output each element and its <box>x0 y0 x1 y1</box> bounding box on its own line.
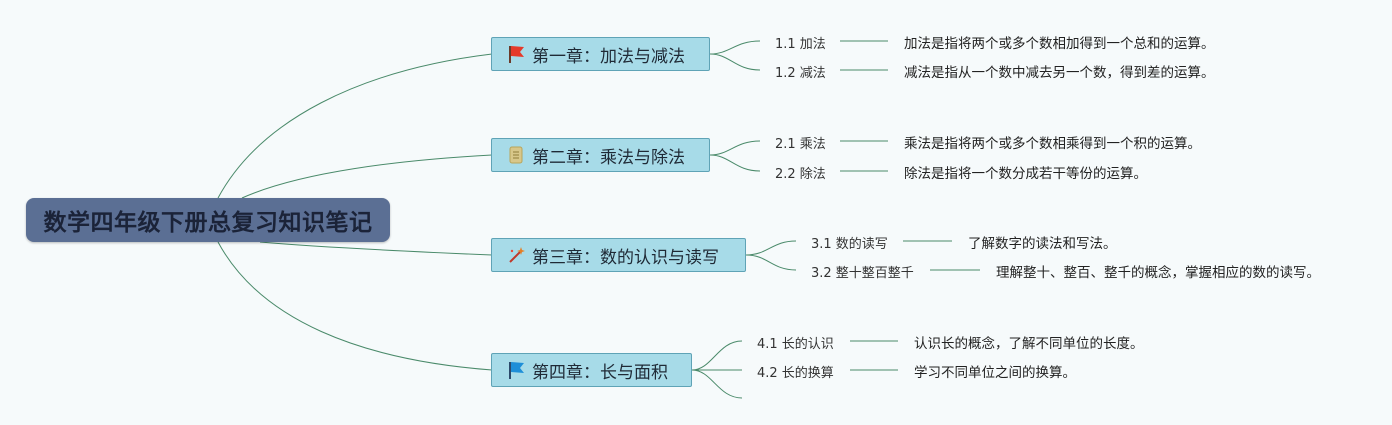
chapter-1-node[interactable]: 第一章：加法与减法 <box>491 37 710 71</box>
chapter-3-title: 第三章：数的认识与读写 <box>532 247 719 268</box>
chapter-4-node[interactable]: 第四章：长与面积 <box>491 353 692 387</box>
topic-4-2-label[interactable]: 4.2 长的换算 <box>757 366 834 381</box>
topic-1-2-desc[interactable]: 减法是指从一个数中减去另一个数，得到差的运算。 <box>904 65 1215 81</box>
blue-flag-icon <box>506 360 526 380</box>
red-flag-icon <box>506 44 526 64</box>
topic-1-2-label[interactable]: 1.2 减法 <box>775 66 826 81</box>
chapter-1-title: 第一章：加法与减法 <box>532 46 685 67</box>
topic-4-1-desc[interactable]: 认识长的概念，了解不同单位的长度。 <box>914 336 1144 352</box>
root-link-2 <box>241 154 493 199</box>
topic-3-2-label[interactable]: 3.2 整十整百整千 <box>811 266 914 281</box>
topic-4-1-label[interactable]: 4.1 长的认识 <box>757 337 834 352</box>
chapter-2-title: 第二章：乘法与除法 <box>532 147 685 168</box>
topic-2-2-label[interactable]: 2.2 除法 <box>775 167 826 182</box>
chapter-4-title: 第四章：长与面积 <box>532 362 668 383</box>
topic-4-2-desc[interactable]: 学习不同单位之间的换算。 <box>914 365 1076 381</box>
notebook-icon <box>506 145 526 165</box>
chapter-3-node[interactable]: 第三章：数的认识与读写 <box>491 238 746 272</box>
chapter-2-node[interactable]: 第二章：乘法与除法 <box>491 138 710 172</box>
topic-3-1-label[interactable]: 3.1 数的读写 <box>811 237 888 252</box>
central-topic[interactable]: 数学四年级下册总复习知识笔记 <box>26 198 390 242</box>
topic-1-1-desc[interactable]: 加法是指将两个或多个数相加得到一个总和的运算。 <box>904 36 1215 52</box>
topic-2-1-label[interactable]: 2.1 乘法 <box>775 137 826 152</box>
root-link-4 <box>217 241 493 371</box>
magic-wand-icon <box>506 245 526 265</box>
topic-1-1-label[interactable]: 1.1 加法 <box>775 37 826 52</box>
root-link-1 <box>217 53 493 199</box>
topic-3-1-desc[interactable]: 了解数字的读法和写法。 <box>968 236 1117 252</box>
topic-2-2-desc[interactable]: 除法是指将一个数分成若干等份的运算。 <box>904 166 1147 182</box>
topic-2-1-desc[interactable]: 乘法是指将两个或多个数相乘得到一个积的运算。 <box>904 136 1201 152</box>
root-link-3 <box>259 241 493 256</box>
topic-3-2-desc[interactable]: 理解整十、整百、整千的概念，掌握相应的数的读写。 <box>996 265 1320 281</box>
